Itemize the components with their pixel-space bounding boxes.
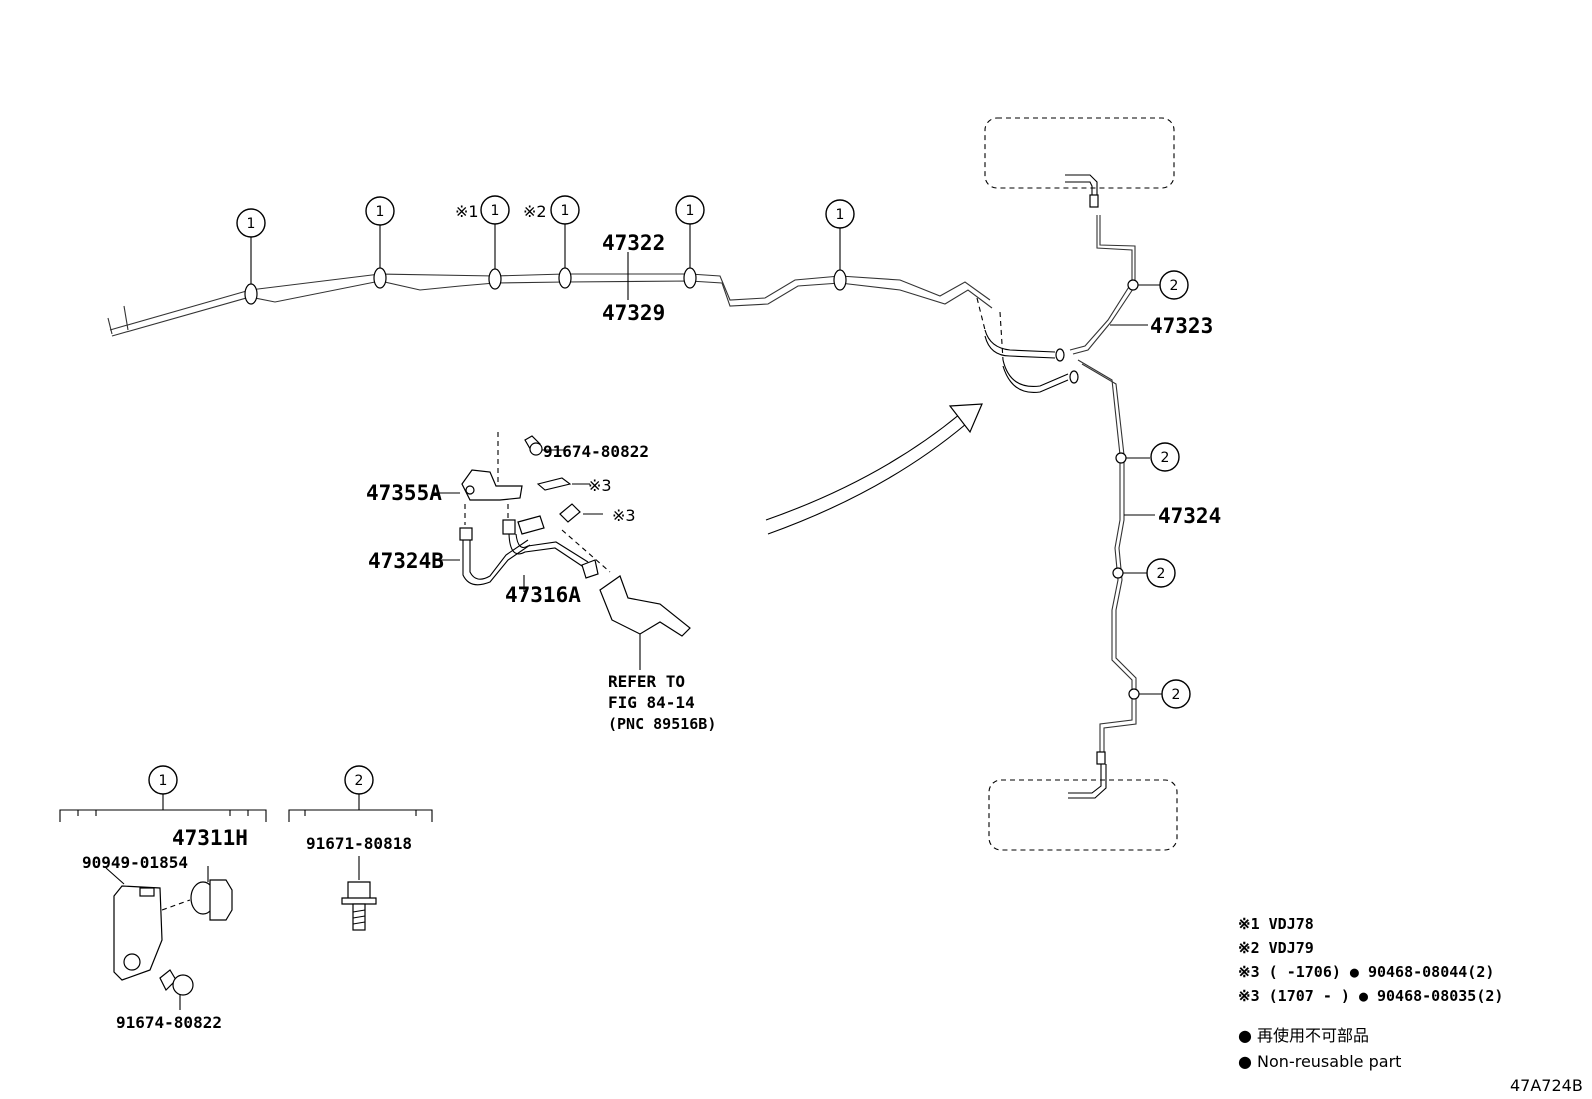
- part-label-90949-01854: 90949-01854: [82, 853, 188, 872]
- refer-line-2: FIG 84-14: [608, 693, 695, 712]
- main-brake-tubes: [107, 224, 993, 337]
- part-label-91674-80822-bottom: 91674-80822: [116, 1013, 222, 1032]
- kit-group-2: 2: [288, 765, 433, 931]
- part-label-47324: 47324: [1158, 504, 1221, 528]
- part-label-91674-80822-top: 91674-80822: [543, 442, 649, 461]
- svg-text:2: 2: [355, 773, 364, 789]
- direction-arrow: [765, 403, 983, 535]
- svg-text:1: 1: [247, 216, 256, 232]
- clamp-marker-1: 1: [480, 195, 510, 225]
- note-serial-late: ※3 (1707 - ) ● 90468-08035(2): [1238, 987, 1503, 1005]
- legend-nonreusable-jp: ● 再使用不可部品: [1238, 1026, 1369, 1045]
- upper-component-box: [984, 117, 1175, 208]
- part-label-47311H: 47311H: [172, 826, 248, 850]
- note-vdj78: ※1 VDJ78: [1238, 915, 1314, 933]
- note-marker-3: ※3: [588, 476, 612, 495]
- part-label-47329: 47329: [602, 301, 665, 325]
- lower-component-box: [988, 751, 1178, 851]
- svg-text:1: 1: [686, 203, 695, 219]
- tube-47324: [1077, 359, 1133, 760]
- svg-text:2: 2: [1172, 687, 1181, 703]
- clamp-marker-1: 1: [825, 199, 855, 229]
- svg-text:1: 1: [836, 207, 845, 223]
- figure-code: 47A724B: [1510, 1076, 1583, 1095]
- note-marker-2: ※2: [523, 202, 547, 221]
- tube-47323: [1069, 215, 1133, 351]
- note-serial-early: ※3 ( -1706) ● 90468-08044(2): [1238, 963, 1494, 981]
- clamp-marker-2: 2: [1146, 558, 1176, 588]
- refer-line-1: REFER TO: [608, 672, 685, 691]
- part-label-47324B: 47324B: [368, 549, 444, 573]
- clamp-marker-2: 2: [1150, 442, 1180, 472]
- refer-line-3: (PNC 89516B): [608, 715, 716, 733]
- svg-text:2: 2: [1170, 278, 1179, 294]
- svg-text:1: 1: [491, 203, 500, 219]
- part-label-47355A: 47355A: [366, 481, 442, 505]
- clamp-marker-1: 1: [365, 196, 395, 226]
- clamp-marker-1: 1: [675, 195, 705, 225]
- note-marker-1: ※1: [455, 202, 479, 221]
- note-vdj79: ※2 VDJ79: [1238, 939, 1314, 957]
- svg-text:1: 1: [561, 203, 570, 219]
- hose-bracket-assembly: [434, 432, 691, 670]
- clamp-marker-1: 1: [236, 208, 266, 238]
- clamp-marker-2: 2: [1161, 679, 1191, 709]
- clamp-marker-2: 2: [1159, 270, 1189, 300]
- clamp-marker-1: 1: [550, 195, 580, 225]
- legend-nonreusable-en: ● Non-reusable part: [1238, 1052, 1401, 1071]
- junction-hoses: [976, 297, 1079, 394]
- part-label-47323: 47323: [1150, 314, 1213, 338]
- kit-group-1: 1: [59, 765, 267, 1010]
- part-label-47316A: 47316A: [505, 583, 581, 607]
- note-marker-3: ※3: [612, 506, 636, 525]
- svg-text:1: 1: [159, 773, 168, 789]
- svg-text:1: 1: [376, 204, 385, 220]
- svg-text:2: 2: [1157, 566, 1166, 582]
- part-label-91671-80818: 91671-80818: [306, 834, 412, 853]
- svg-text:2: 2: [1161, 450, 1170, 466]
- part-label-47322: 47322: [602, 231, 665, 255]
